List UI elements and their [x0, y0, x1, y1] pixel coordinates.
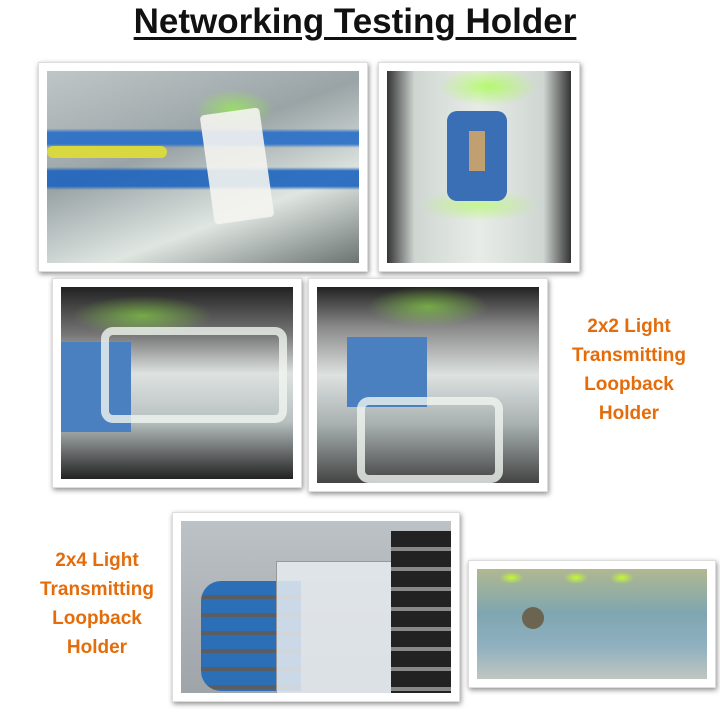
holder-body [276, 561, 408, 693]
photo-2x4-holder-closeup [468, 560, 716, 688]
label-line: 2x4 Light [55, 550, 139, 571]
label-line: Transmitting [39, 579, 154, 600]
label-line: Loopback [584, 374, 674, 395]
switch-ports [391, 531, 451, 693]
photo-image [387, 71, 571, 263]
connector-tab [469, 131, 485, 171]
photo-2x2-holder-angle-right [308, 278, 548, 492]
photo-2x4-holder-top-view [172, 512, 460, 702]
yellow-cable [47, 146, 167, 158]
photo-image [61, 287, 293, 479]
holder-frame [357, 397, 503, 483]
handwritten-tag [199, 107, 275, 225]
photo-image [317, 287, 539, 483]
label-line: Transmitting [571, 345, 686, 366]
photo-2x2-holder-angle-left [52, 278, 302, 488]
label-line: 2x2 Light [587, 316, 671, 337]
photo-2x2-holder-front-view [378, 62, 580, 272]
blue-cable [347, 337, 427, 407]
photo-2x2-holder-side-view [38, 62, 368, 272]
photo-image [477, 569, 707, 679]
photo-image [181, 521, 451, 693]
label-line: Holder [598, 403, 660, 424]
page-title: Networking Testing Holder [133, 2, 577, 41]
label-line: Holder [66, 637, 128, 658]
label-line: Loopback [52, 608, 142, 629]
screw-hole [522, 607, 544, 629]
holder-frame [101, 327, 287, 423]
label-2x2-holder: 2x2 Light Transmitting Loopback Holder [556, 312, 702, 428]
label-2x4-holder: 2x4 Light Transmitting Loopback Holder [22, 546, 172, 662]
photo-image [47, 71, 359, 263]
